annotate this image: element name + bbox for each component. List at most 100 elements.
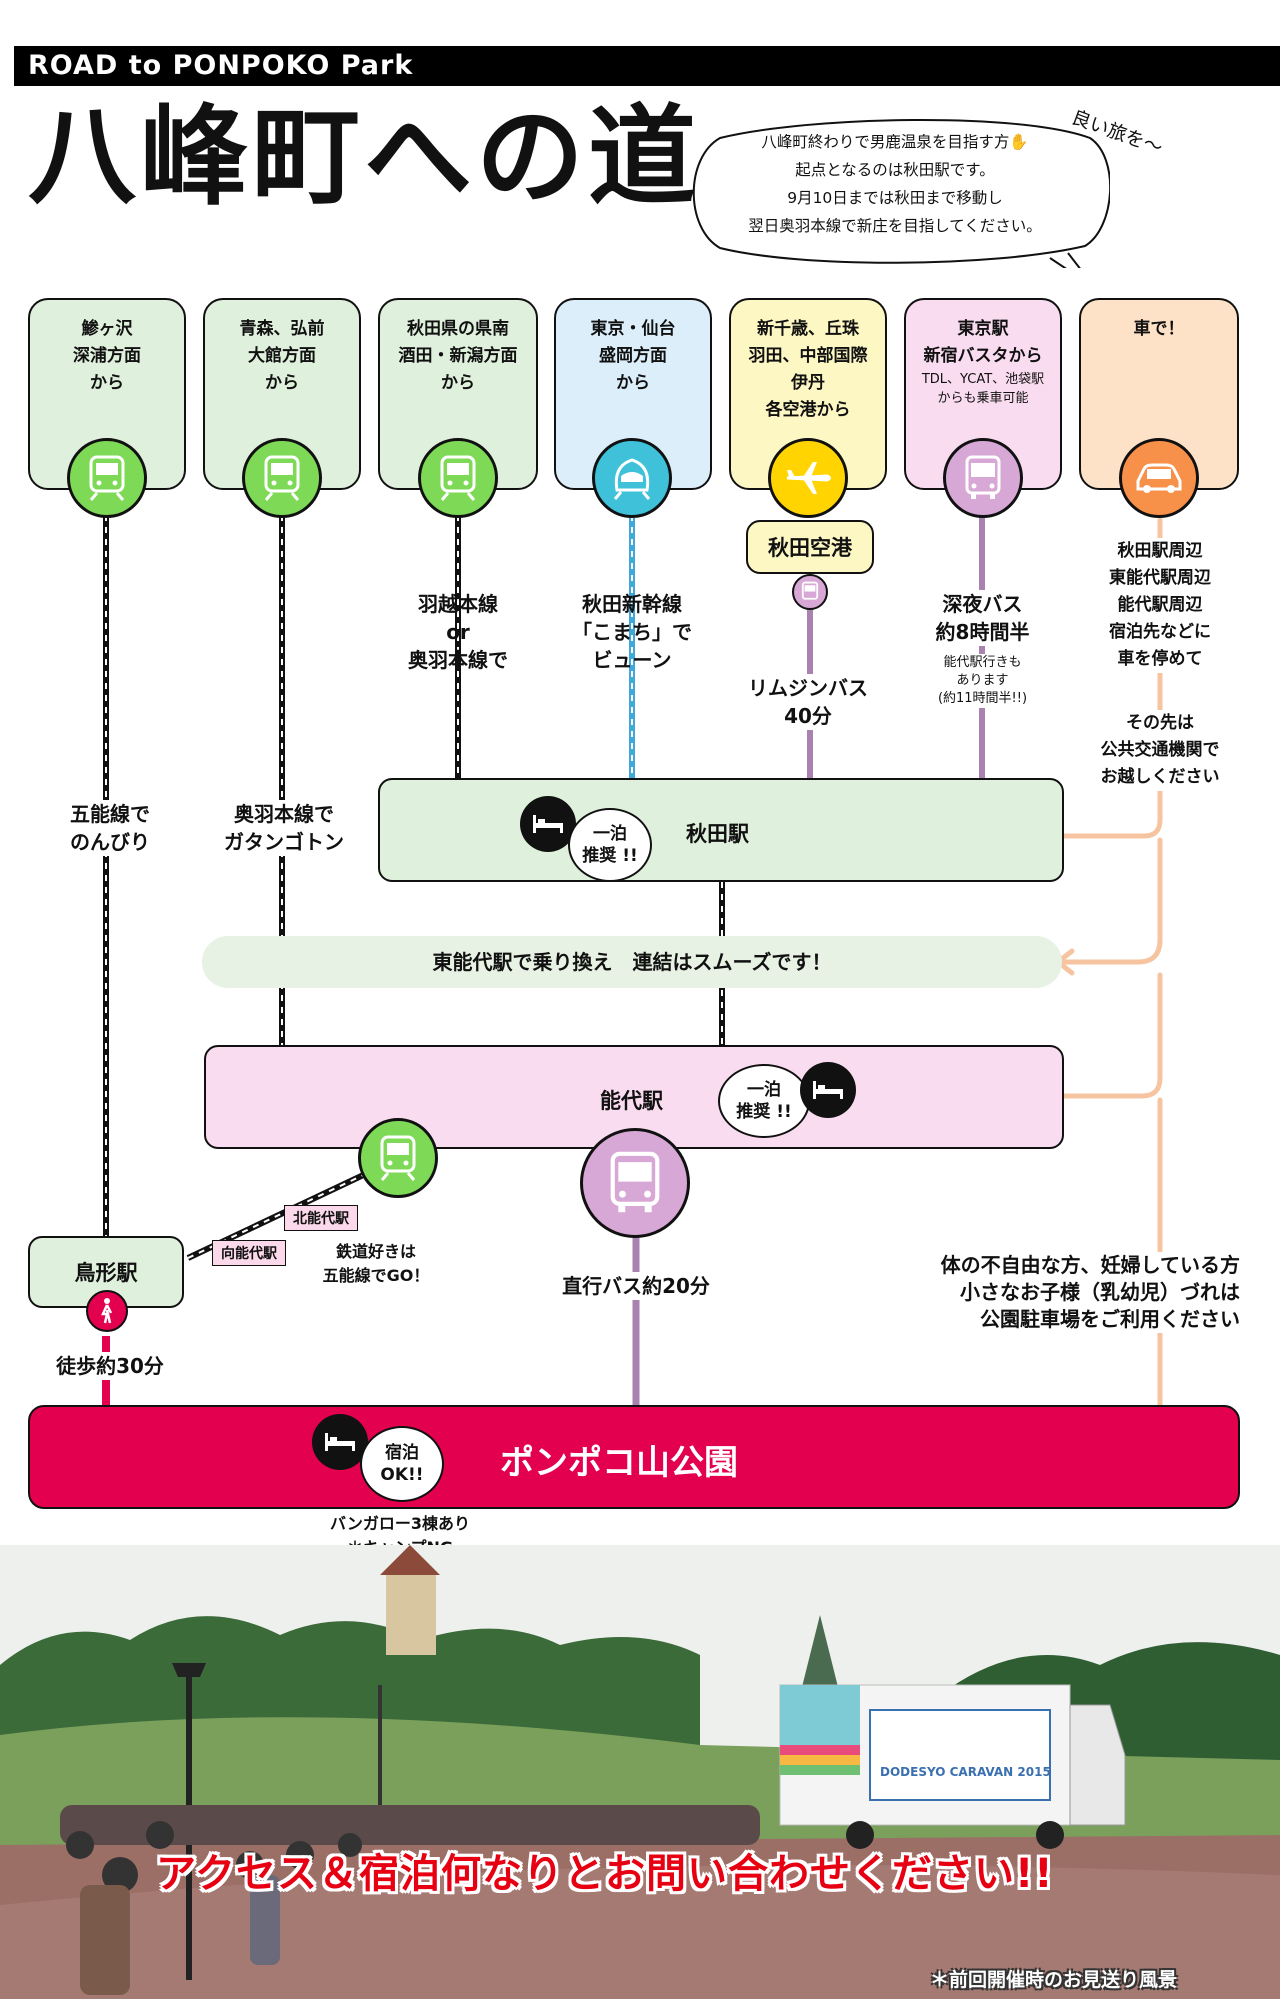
origin-label: 秋田県の県南 [407,319,509,339]
route-line: 秋田新幹線 [582,592,682,616]
origin-label: から [90,373,124,393]
route-gono-label: 五能線で のんびり [40,800,180,856]
bubble-line: OK!! [380,1465,424,1485]
origin-label: 新宿バスタから [923,346,1043,366]
direct-bus-label: 直行バス約20分 [536,1272,736,1300]
route-night-bus-label: 深夜バス 約8時間半 [905,590,1060,646]
origin-label: 青森、弘前 [239,319,325,339]
route-line: 秋田駅周辺 [1117,541,1203,561]
route-line: 車を停めて [1117,649,1203,669]
origin-label: 酒田・新潟方面 [398,346,518,366]
note-line: 小さなお子様（乳幼児）づれは [960,1280,1240,1304]
walking-icon [86,1290,128,1332]
bed-icon [800,1062,856,1118]
kita-noshiro-tag: 北能代駅 [284,1205,358,1231]
page-title: 八峰町への道 [28,95,701,220]
route-line: ガタンゴトン [224,830,344,854]
note-line: 鉄道好きは [335,1242,416,1261]
origin-label: 東京・仙台 [590,319,676,339]
bubble-line: 一泊 [747,1080,781,1100]
train-icon [242,438,322,518]
photo-caption: ＊前回開催時のお見送り風景 [930,1969,1178,1991]
note-line: 八峰町終わりで男鹿温泉を目指す方✋ [761,133,1029,151]
bubble-line: 推奨 !! [582,846,638,866]
route-line: 奥羽本線で [234,802,334,826]
note-line: 翌日奥羽本線で新庄を目指してください。 [748,217,1042,235]
note-line: バンガロー3棟あり [330,1514,470,1533]
origin-label: 車で！ [1133,319,1185,339]
route-line: 約8時間半 [935,620,1030,644]
park-destination: ポンポコ山公園 [28,1405,1240,1509]
akita-airport: 秋田空港 [746,520,874,574]
bus-icon [792,574,828,610]
route-line: その先は [1126,713,1194,733]
stay-ok-bubble: 宿泊 OK!! [360,1426,444,1502]
origin-label: 盛岡方面 [599,346,667,366]
accessibility-note: 体の不自由な方、妊婦している方 小さなお子様（乳幼児）づれは 公園駐車場をご利用… [860,1252,1240,1333]
bus-icon [943,438,1023,518]
route-line: 公共交通機関で [1100,740,1220,760]
route-line: リムジンバス [748,676,868,700]
origin-label: 大館方面 [248,346,316,366]
note-line: 体の不自由な方、妊婦している方 [940,1253,1240,1277]
shinkansen-icon [592,438,672,518]
route-line: のんびり [70,830,150,854]
night-bus-note: 能代駅行きも あります (約11時間半!!) [915,654,1050,708]
photo-banner: アクセス＆宿泊何なりとお問い合わせください!! [156,1851,1054,1897]
tetsu-note: 鉄道好きは 五能線でGO！ [306,1240,446,1288]
bubble-line: 推奨 !! [736,1102,792,1122]
route-line: お越しください [1100,767,1220,787]
note-line: 五能線でGO！ [322,1266,430,1285]
airplane-icon [768,438,848,518]
origin-label: 深浦方面 [73,346,141,366]
transfer-band: 東能代駅で乗り換え 連結はスムーズです！ [202,936,1062,988]
route-car-next-label: その先は 公共交通機関で お越しください [1080,710,1240,791]
route-car-label: 秋田駅周辺 東能代駅周辺 能代駅周辺 宿泊先などに 車を停めて [1090,538,1230,673]
origin-card-airports: 新千歳、丘珠 羽田、中部国際 伊丹 各空港から [729,298,887,490]
origin-label: 各空港から [765,400,851,420]
note-bubble [692,119,1110,268]
origin-label: 新千歳、丘珠 [757,319,859,339]
origin-sublabel: からも乗車可能 [937,391,1029,406]
note-line: (約11時間半!!) [937,691,1028,706]
stay-recommend-bubble: 一泊 推奨 !! [568,808,652,882]
note-line: あります [956,673,1009,688]
bed-icon [520,796,576,852]
route-line: or [446,620,470,644]
route-line: 宿泊先などに [1109,622,1211,642]
origin-label: 鯵ヶ沢 [81,319,133,339]
note-text: 八峰町終わりで男鹿温泉を目指す方✋ 起点となるのは秋田駅です。 9月10日までは… [700,128,1090,240]
note-line: 起点となるのは秋田駅です。 [795,161,995,179]
route-uetsu-label: 羽越本線 or 奥羽本線で [388,590,528,674]
route-ou-label: 奥羽本線で ガタンゴトン [204,800,364,856]
note-line: 公園駐車場をご利用ください [980,1307,1240,1331]
bed-icon [312,1414,368,1470]
bubble-line: 一泊 [593,824,627,844]
mukai-noshiro-tag: 向能代駅 [212,1240,286,1266]
header-tagline: ROAD to PONPOKO Park [14,46,1280,86]
origin-label: から [265,373,299,393]
train-icon [358,1118,438,1198]
car-icon [1119,438,1199,518]
train-icon [67,438,147,518]
park-label: ポンポコ山公園 [500,1443,738,1483]
noshiro-station-label: 能代駅 [600,1089,663,1113]
route-shinkansen-label: 秋田新幹線 「こまち」で ビューン [560,590,704,674]
torigata-station-label: 鳥形駅 [74,1261,138,1285]
stay-recommend-bubble: 一泊 推奨 !! [718,1064,810,1138]
farewell-photo: DODESYO CARAVAN 2015 アクセス＆宿泊何なりとお問い合わせくだ… [0,1545,1280,1999]
note-line: 能代駅行きも [943,655,1022,670]
truck-brand: DODESYO CARAVAN 2015 [880,1765,1051,1779]
origin-label: 伊丹 [791,373,825,393]
route-line: 奥羽本線で [408,648,508,672]
route-limousine-label: リムジンバス 40分 [728,674,888,730]
transfer-label: 東能代駅で乗り換え 連結はスムーズです！ [432,950,832,974]
route-line: ビューン [592,648,672,672]
akita-station: 秋田駅 [378,778,1064,882]
bubble-line: 宿泊 [384,1443,419,1463]
route-line: 深夜バス [942,592,1023,616]
route-line: 40分 [784,704,832,728]
route-line: 東能代駅周辺 [1109,568,1211,588]
train-icon [418,438,498,518]
route-line: 「こまち」で [572,620,692,644]
